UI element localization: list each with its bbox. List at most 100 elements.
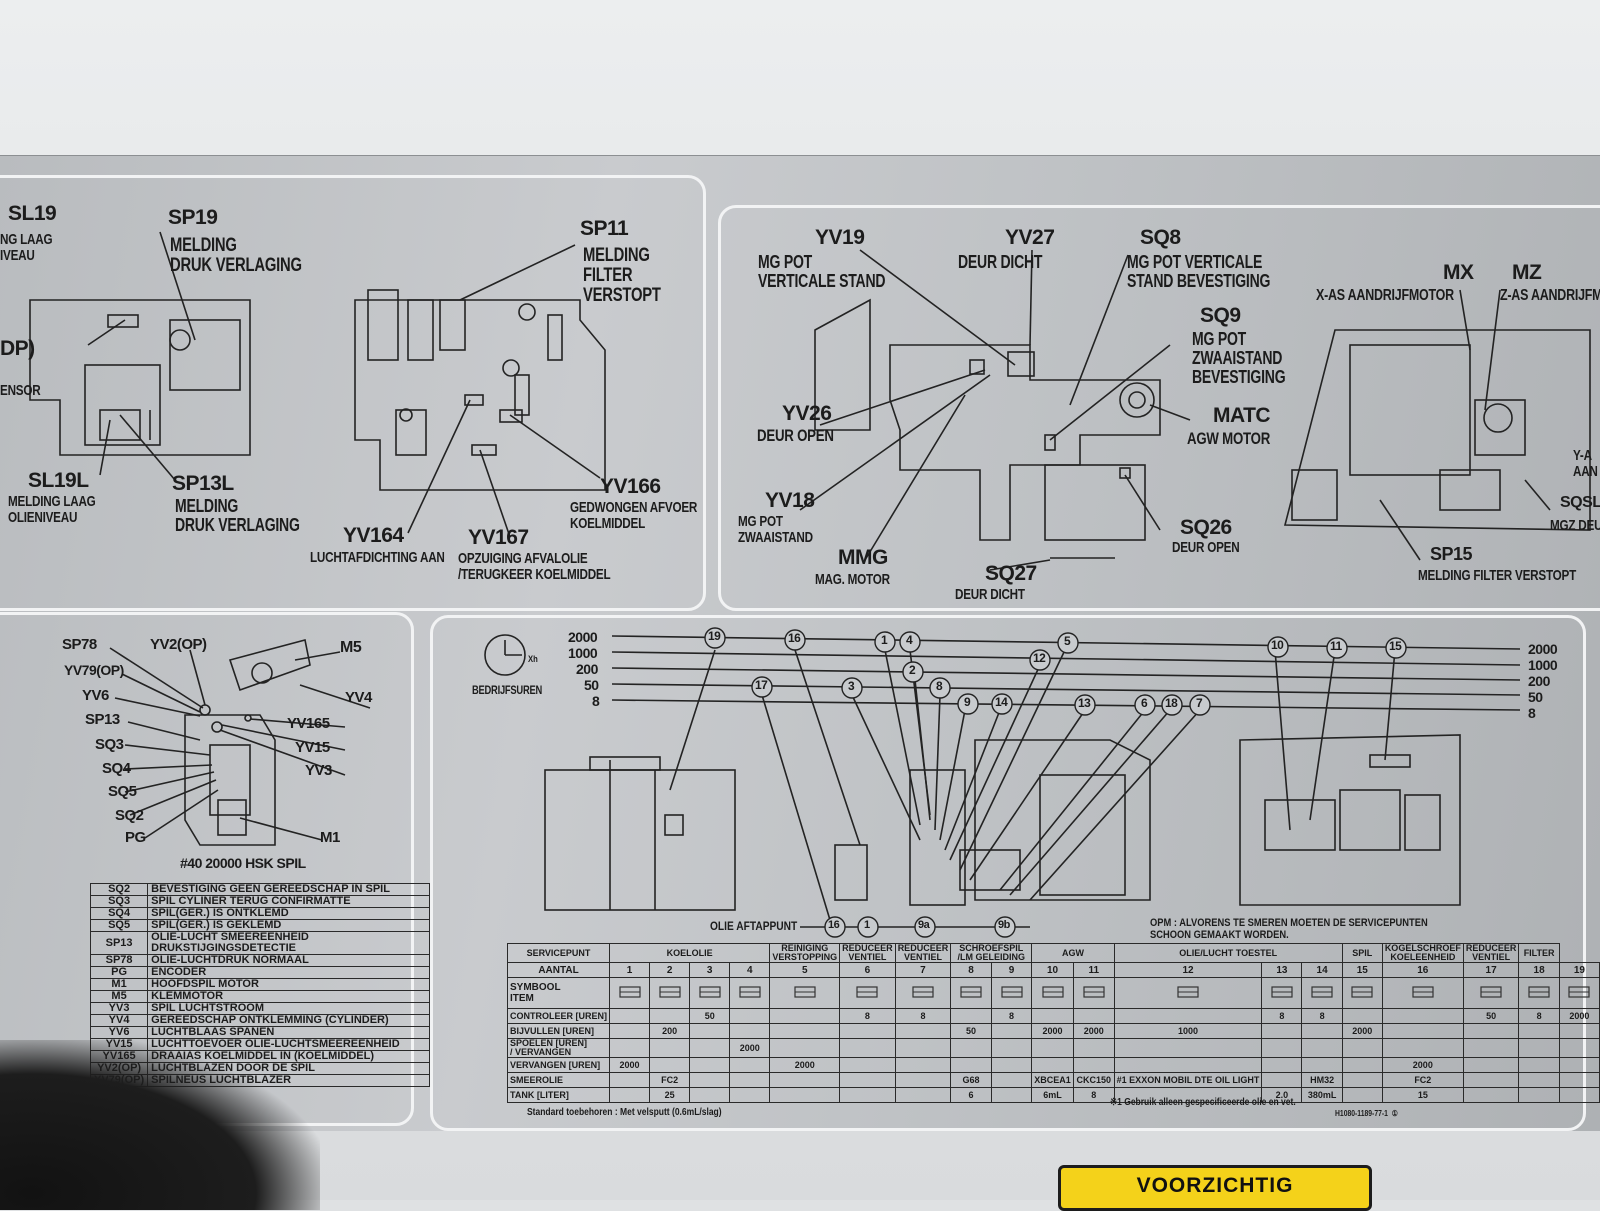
service-cell: [894, 1057, 952, 1073]
marker-number: 2: [909, 663, 916, 677]
label-sq8: SQ8: [1140, 226, 1181, 249]
service-symbol-icon: [839, 977, 896, 1009]
desc-yv164: LUCHTAFDICHTING AAN: [310, 549, 445, 566]
service-cell: 2000: [729, 1038, 771, 1058]
service-group: REINIGING VERSTOPPING: [769, 943, 841, 963]
label-sp13: SP13: [85, 711, 120, 728]
service-cell: 15: [1381, 1087, 1464, 1103]
service-cell: [1462, 1038, 1520, 1058]
legend-code: YV3: [89, 1002, 149, 1015]
label-sl19l: SL19L: [28, 469, 89, 492]
service-cell: 2000: [1381, 1057, 1464, 1073]
panel-maintenance: [430, 615, 1586, 1131]
service-cell: 6mL: [1031, 1087, 1074, 1103]
service-cell: [1462, 1087, 1520, 1103]
level-label-left: 2000: [568, 629, 598, 645]
service-symbol-icon: [1261, 977, 1303, 1009]
legend-desc: SPIL(GER.) IS GEKLEMD: [147, 919, 430, 932]
service-cell: [1558, 1057, 1600, 1073]
label-ya: Y-A AAN: [1573, 447, 1598, 480]
service-number: 16: [1381, 962, 1464, 978]
legend-code: SQ3: [89, 895, 149, 908]
level-label-left: 200: [576, 661, 598, 677]
label-sensor: ENSOR: [0, 382, 41, 399]
desc-yv26: DEUR OPEN: [757, 426, 834, 445]
footnote-right: ※1 Gebruik alleen gespecificeerde olie e…: [1110, 1097, 1296, 1108]
marker-number: 18: [1165, 696, 1178, 710]
service-cell: [1031, 1057, 1074, 1073]
service-number: 3: [689, 962, 731, 978]
panel-top-right: [718, 205, 1600, 611]
label-yv18: YV18: [765, 489, 815, 512]
service-cell: [950, 1008, 992, 1024]
service-cell: [1518, 1057, 1560, 1073]
service-symbol-icon: [1072, 977, 1115, 1009]
service-group: SCHROEFSPIL /LM GELEIDING: [950, 943, 1033, 963]
marker-number: 1: [881, 633, 888, 647]
service-cell: [1072, 1057, 1115, 1073]
legend-code: SQ4: [89, 907, 149, 920]
service-number: 10: [1031, 962, 1074, 978]
service-cell: 8: [990, 1008, 1033, 1024]
service-cell: [769, 1072, 841, 1088]
service-cell: FC2: [649, 1072, 691, 1088]
service-cell: HM32: [1301, 1072, 1343, 1088]
marker-number: 15: [1389, 639, 1402, 653]
legend-desc: OLIE-LUCHTDRUK NORMAAL: [147, 954, 430, 967]
label-sq9: SQ9: [1200, 304, 1241, 327]
legend-desc: OLIE-LUCHT SMEEREENHEID DRUKSTIJGINGSDET…: [147, 931, 430, 955]
warning-sign: VOORZICHTIG: [1058, 1165, 1372, 1211]
label-sq27: SQ27: [985, 562, 1037, 585]
service-cell: [990, 1087, 1033, 1103]
marker-number: 12: [1033, 651, 1046, 665]
doc-code: H1080-1189-77-1 ①: [1335, 1109, 1398, 1118]
label-yv4: YV4: [345, 689, 372, 706]
marker-number: 6: [1141, 696, 1148, 710]
desc-matc: AGW MOTOR: [1187, 429, 1271, 448]
desc-sp11: MELDING FILTER VERSTOPT: [583, 245, 661, 306]
service-cell: [689, 1072, 731, 1088]
service-cell: [1301, 1038, 1343, 1058]
service-symbol-icon: [689, 977, 731, 1009]
service-cell: [649, 1057, 691, 1073]
service-cell: [1341, 1087, 1383, 1103]
service-cell: 50: [689, 1008, 731, 1024]
service-cell: [608, 1072, 651, 1088]
service-row-label: SMEEROLIE: [507, 1072, 610, 1088]
service-cell: [769, 1008, 841, 1024]
service-number: 19: [1558, 962, 1600, 978]
service-cell: [1558, 1038, 1600, 1058]
desc-sl19: NG LAAG IVEAU: [0, 231, 53, 264]
service-cell: [839, 1057, 896, 1073]
label-pg: PG: [125, 829, 146, 846]
service-group: REDUCEER VENTIEL: [894, 943, 952, 963]
service-number: 13: [1261, 962, 1303, 978]
service-cell: [839, 1087, 896, 1103]
marker-number: 9: [964, 695, 971, 709]
service-cell: 25: [649, 1087, 691, 1103]
service-cell: [689, 1087, 731, 1103]
label-m1: M1: [320, 829, 340, 846]
service-cell: [1031, 1038, 1074, 1058]
cnc-machine-outline: [1239, 734, 1461, 906]
marker-number: 16: [788, 631, 801, 645]
service-cell: #1 EXXON MOBIL DTE OIL LIGHT: [1113, 1072, 1263, 1088]
label-yv15: YV15: [295, 739, 330, 756]
service-group: REDUCEER VENTIEL: [839, 943, 896, 963]
service-row-label: TANK [LITER]: [507, 1087, 610, 1103]
service-cell: [990, 1038, 1033, 1058]
oil-tap-label: OLIE AFTAPPUNT: [710, 919, 798, 933]
desc-sp15: MELDING FILTER VERSTOPT: [1418, 567, 1576, 584]
service-cell: [1072, 1038, 1115, 1058]
desc-sq9: MG POT ZWAAISTAND BEVESTIGING: [1192, 329, 1286, 387]
service-cell: 2000: [769, 1057, 841, 1073]
pump-icon: [169, 329, 191, 351]
tank-outline: [169, 319, 241, 391]
